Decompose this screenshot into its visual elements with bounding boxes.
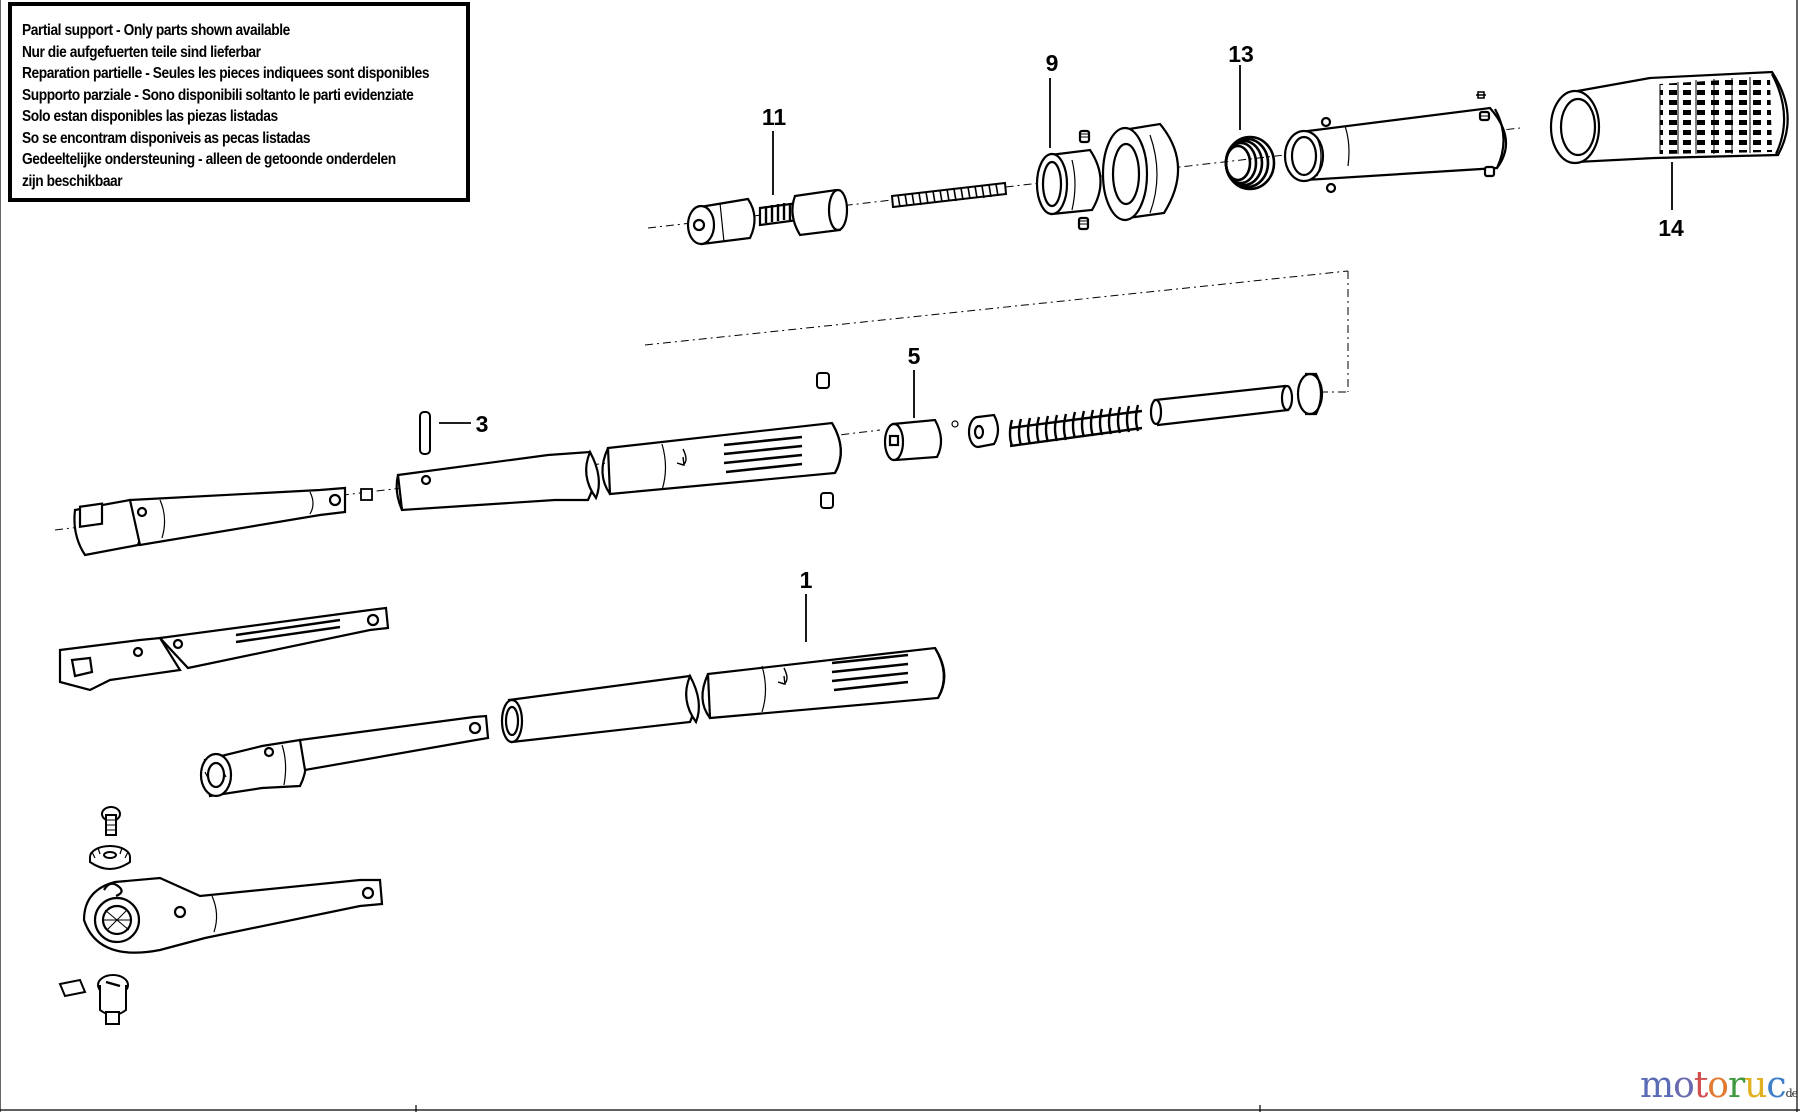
watermark-letter: u [1744,1065,1767,1106]
notice-line: Partial support - Only parts shown avail… [22,22,290,39]
mid-set-screw-top [816,372,830,389]
partial-support-notice: Partial support - Only parts shown avail… [8,2,470,202]
callout-9: 9 [1046,50,1059,76]
part-3-pin [419,411,431,455]
ball [951,420,959,428]
notice-line: Supporto parziale - Sono disponibili sol… [22,86,414,104]
part-5-plug [883,418,943,462]
notice-line: zijn beschikbaar [22,172,123,190]
notice-line: Nur die aufgefuerten teile sind lieferba… [22,43,261,61]
watermark-letter: m [1640,1065,1674,1106]
open-head-arm [58,606,390,692]
knob-screw [89,806,131,870]
callout-11: 11 [762,104,787,130]
part-13-spring [1224,135,1276,191]
watermark-letter: o [1707,1065,1729,1106]
watermark-letter: r [1727,1065,1745,1106]
part-1-outer-tube [500,646,946,744]
callouts: 11 9 13 14 3 5 1 [476,41,1684,593]
callout-14: 14 [1658,215,1684,241]
watermark-letter: t [1693,1065,1709,1106]
leader-lines [439,65,1673,642]
watermark-tld: de [1785,1087,1799,1100]
notice-line: Gedeeltelijke ondersteuning - alleen de … [22,151,396,168]
part-9-ring [1035,129,1102,231]
mid-set-screw-bottom [820,492,834,509]
spring-seat [967,413,1000,449]
pawl-and-spindle [58,974,129,1025]
notice-line: Solo estan disponibles las piezas listad… [22,108,278,125]
callout-1: 1 [800,567,813,593]
watermark-letter: o [1673,1065,1695,1106]
collar [1101,122,1180,222]
ratchet-head [82,876,384,954]
callout-13: 13 [1228,41,1254,67]
long-coil-spring [1008,404,1143,448]
motoruf-watermark: motorucde [1640,1065,1799,1106]
notice-line: Reparation partielle - Seules les pieces… [22,65,430,82]
notice-line: So se encontram disponiveis as pecas lis… [22,129,311,147]
square-drive-head [73,486,347,557]
callout-5: 5 [908,343,921,369]
sleeve-tube [1283,91,1508,194]
threaded-rod [890,181,1008,209]
socket-extension [199,714,490,798]
main-tube-mid [395,421,842,512]
part-11-adjuster-screw [686,188,849,246]
pushrod [1149,384,1294,427]
end-cap-disc [1296,372,1324,416]
callout-3: 3 [476,411,489,437]
small-cube-pin [360,488,373,501]
part-14-grip [1549,70,1789,165]
watermark-letter: c [1766,1065,1786,1106]
